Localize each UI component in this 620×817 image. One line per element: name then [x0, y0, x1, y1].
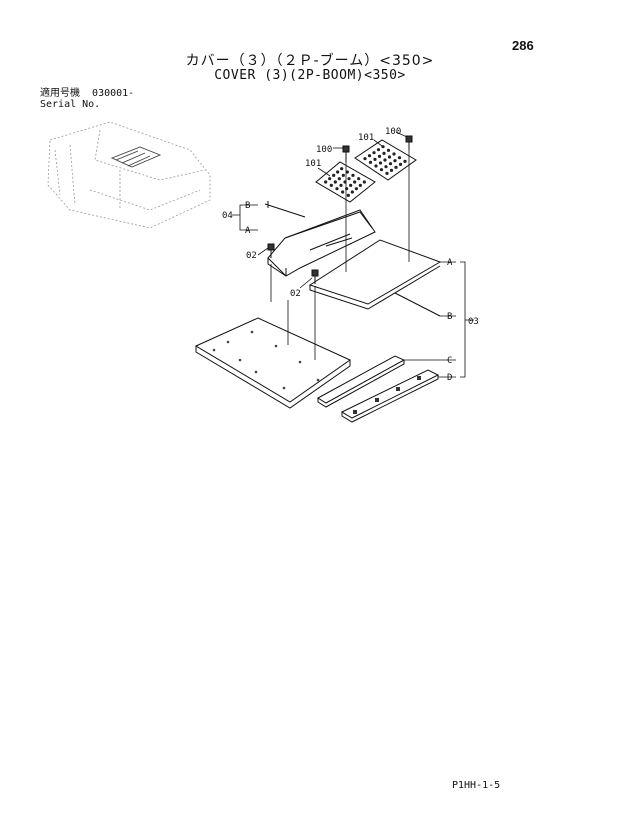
footer-code: P1HH-1-5 [452, 780, 501, 791]
label-a-left: A [245, 226, 251, 236]
label-d: D [447, 373, 452, 383]
grid-hole [368, 160, 373, 164]
grid-hole [346, 193, 350, 197]
label-b-right: B [447, 312, 452, 322]
callout-03: 03 [468, 317, 479, 327]
grid-hole [333, 180, 337, 184]
strip-d [340, 369, 440, 423]
grid-hole [382, 151, 386, 155]
label-c: C [447, 356, 452, 366]
grid-hole [354, 187, 358, 191]
bolt-100-left [342, 145, 350, 162]
serial-label-japanese: 適用号機 [40, 88, 80, 99]
serial-label-english: Serial No. [40, 99, 101, 110]
grid-hole [341, 173, 345, 177]
grid-hole [336, 170, 340, 174]
grid-hole [372, 151, 376, 155]
grid-hole [383, 158, 387, 162]
grid-hole [379, 168, 384, 172]
grid-hole [357, 177, 361, 181]
grid-hole [377, 154, 382, 158]
callout-101-left: 101 [305, 159, 321, 169]
assembly-lines [270, 150, 410, 360]
grid-hole [373, 157, 377, 161]
page-title-english: COVER (3)(2P-BOOM)<350> [214, 68, 406, 83]
machine-highlight [110, 146, 162, 168]
grid-hole [397, 156, 402, 160]
grid-hole [332, 173, 336, 177]
grid-hole [329, 183, 333, 187]
page-number: 286 [512, 38, 534, 53]
cover-panel-04 [267, 209, 376, 277]
grid-hole [339, 183, 343, 187]
callout-02-left: 02 [246, 251, 257, 261]
rod-b-left [264, 201, 306, 218]
grid-hole [374, 164, 378, 168]
floor-plate [194, 317, 352, 409]
label-b-left: B [245, 201, 250, 211]
callout-04: 04 [222, 211, 233, 221]
grid-hole [376, 148, 381, 152]
grid-holes [324, 145, 407, 197]
grid-hole [358, 183, 362, 187]
grid-hole [328, 177, 332, 181]
callout-101-right: 101 [358, 133, 374, 143]
label-a-right: A [447, 258, 453, 268]
bolt-100-right [405, 135, 413, 150]
grid-hole [378, 161, 383, 165]
grid-hole [341, 190, 345, 194]
strip-c [317, 355, 406, 408]
grid-hole [385, 171, 389, 175]
callout-100-left: 100 [316, 145, 332, 155]
grid-hole [324, 180, 328, 184]
grid-hole [392, 152, 396, 156]
serial-number: 030001- [92, 88, 135, 99]
cover-panel-03 [308, 239, 442, 310]
grid-hole [386, 148, 391, 152]
grid-hole [367, 154, 372, 158]
serial-block: 適用号機 030001- Serial No. [40, 88, 134, 110]
grid-hole [388, 162, 393, 166]
floor-plate-holes [212, 330, 320, 390]
grid-hole [350, 190, 354, 194]
grid-hole [351, 173, 355, 177]
grid-hole [398, 162, 403, 166]
grid-hole [394, 165, 398, 169]
grid-hole [349, 183, 353, 187]
grid-cover-101-left [315, 161, 376, 203]
grid-hole [403, 159, 407, 163]
grid-hole [387, 155, 392, 159]
bolt-02-right [311, 269, 319, 284]
grid-cover-101-right [354, 139, 417, 181]
page-title-japanese: カバー（３）（２Ｐ-ブーム）<350> [185, 53, 435, 69]
rod-b-right [394, 292, 441, 317]
grid-hole [362, 180, 366, 184]
grid-hole [340, 167, 344, 171]
grid-hole [393, 159, 397, 163]
machine-locator-sketch [47, 121, 211, 229]
leader-lines [232, 131, 474, 378]
callout-100-right: 100 [385, 127, 401, 137]
grid-hole [384, 165, 388, 169]
grid-hole [353, 180, 357, 184]
grid-hole [389, 168, 394, 172]
bolt-02-left [267, 243, 275, 258]
grid-hole [347, 177, 351, 181]
grid-hole [381, 145, 385, 149]
grid-hole [345, 170, 349, 174]
callout-02-right: 02 [290, 289, 301, 299]
grid-hole [337, 177, 341, 181]
grid-hole [363, 157, 367, 161]
grid-hole [335, 187, 339, 191]
grid-hole [345, 187, 349, 191]
strip-d-holes [353, 376, 421, 414]
